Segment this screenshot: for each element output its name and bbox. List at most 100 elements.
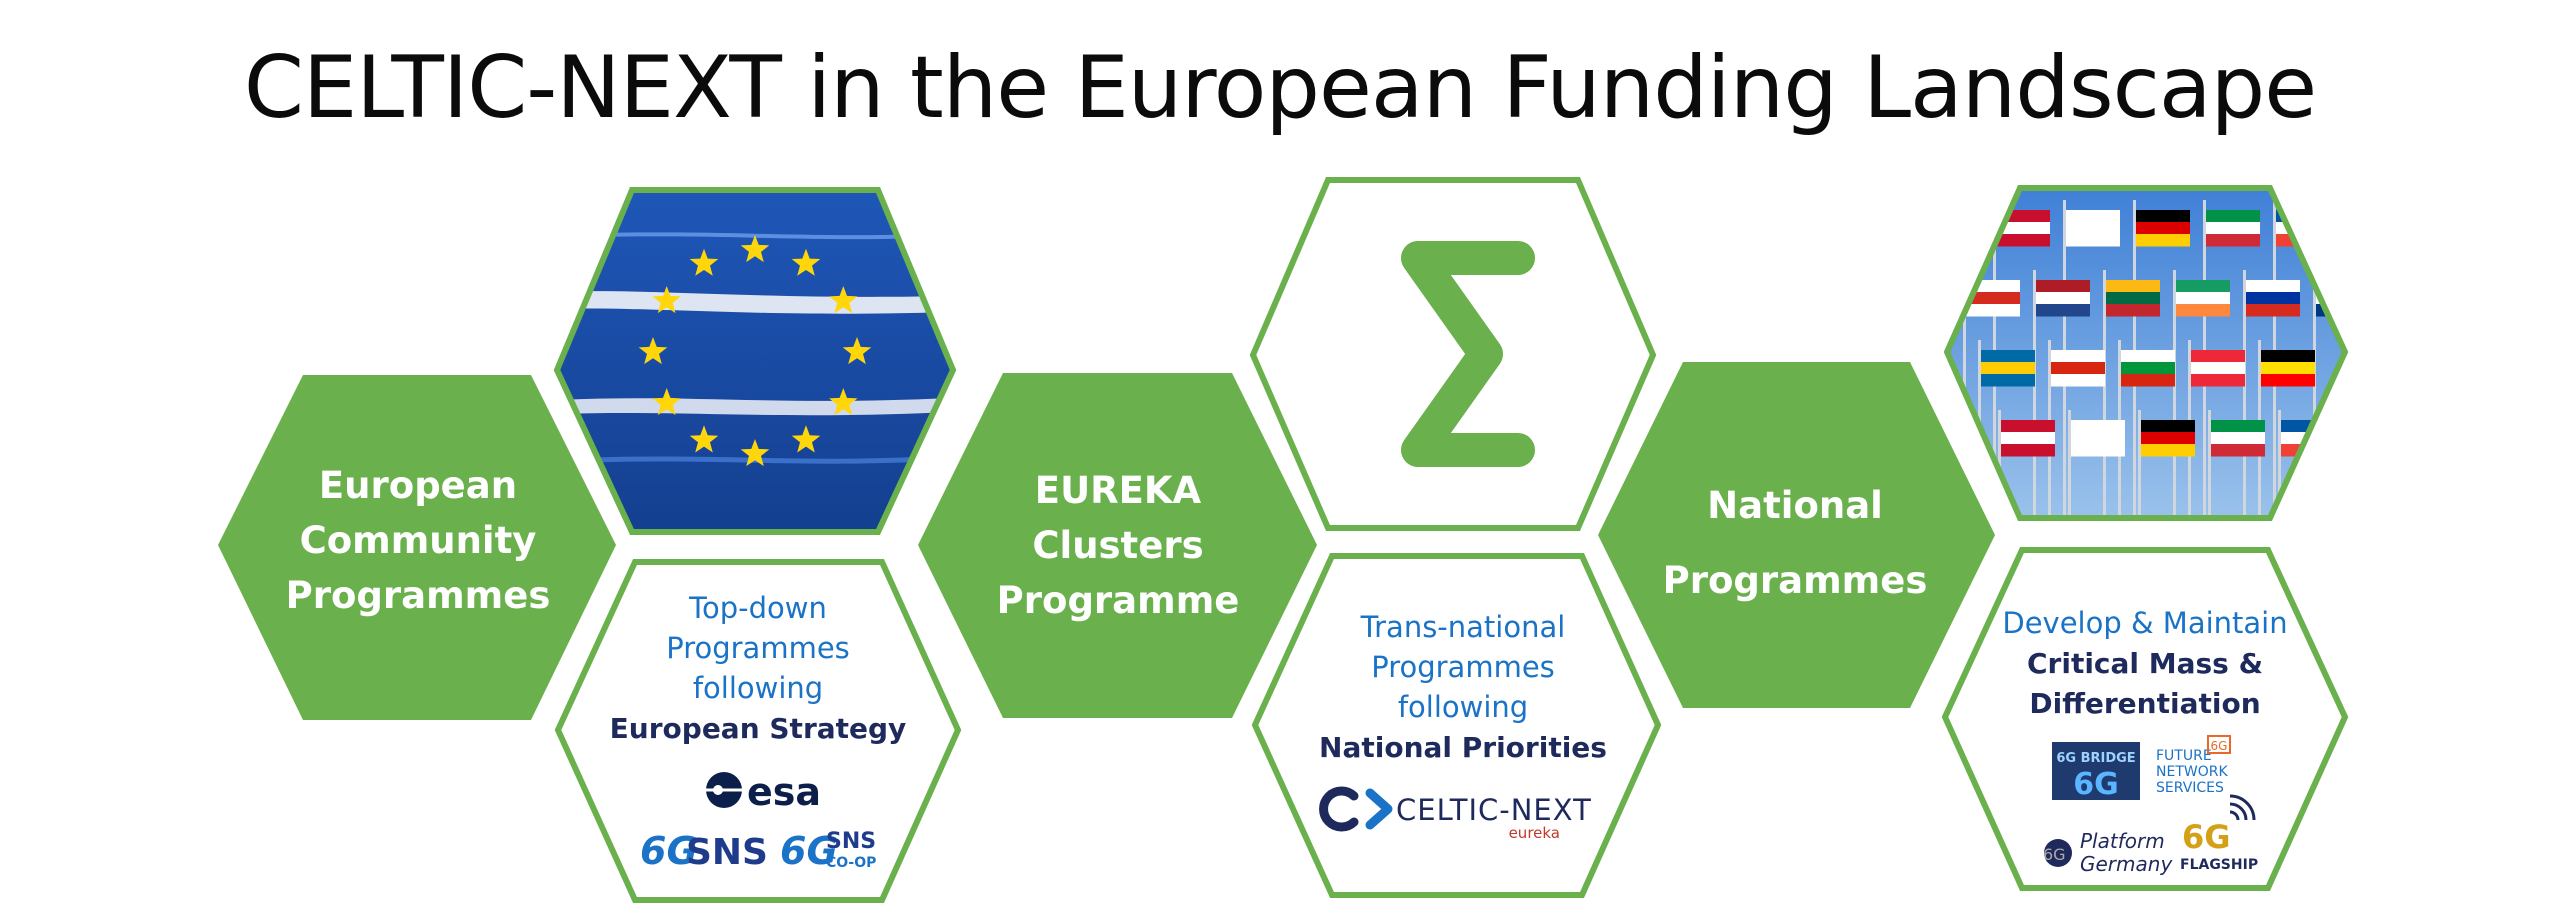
hex-european-line3: Programmes (286, 574, 551, 617)
eu-star (842, 337, 872, 365)
flag-pole (2103, 270, 2106, 518)
sns-coop-text1: SNS (826, 829, 876, 854)
germany-text: Germany (2080, 852, 2173, 876)
flag (2071, 420, 2125, 457)
flagship-6g: 6G (2182, 818, 2231, 856)
6g-sns-coop-logo: 6G SNS CO-OP (780, 829, 876, 873)
6g-flagship-logo: 6G FLAGSHIP (2180, 794, 2258, 873)
topdown-line1: Top-down (688, 591, 827, 625)
flag (2176, 280, 2230, 317)
eu-star (689, 425, 719, 453)
eu-star (652, 388, 681, 416)
transnational-bold: National Priorities (1319, 731, 1607, 764)
fns-badge: 6G (2211, 739, 2228, 753)
flag-pole (2173, 270, 2176, 518)
esa-logo-text: esa (747, 770, 821, 814)
svg-text:6G: 6G (780, 829, 838, 873)
flag (2136, 210, 2190, 247)
hex-eu-flag (553, 187, 957, 535)
flag-pole (2138, 410, 2141, 518)
flag (2141, 420, 2195, 457)
develop-line1: Develop & Maintain (2002, 606, 2287, 640)
celtic-next-logo: CELTIC-NEXT eureka (1319, 786, 1592, 842)
6g-bridge-logo: 6G BRIDGE 6G (2052, 742, 2140, 802)
celtic-next-logo-text: CELTIC-NEXT (1396, 793, 1592, 827)
hex-eureka-line3: Programme (997, 579, 1240, 622)
transnational-line3: following (1398, 690, 1528, 724)
transnational-line1: Trans-national (1360, 610, 1566, 644)
svg-text:6G: 6G (640, 829, 698, 873)
develop-bold2: Differentiation (2029, 687, 2260, 720)
flag (2191, 350, 2245, 387)
esa-logo: esa (706, 770, 821, 814)
hex-national-line2: Programmes (1663, 559, 1928, 602)
fns-line3: SERVICES (2156, 780, 2224, 796)
flags (1966, 210, 2345, 457)
flag-pole (2208, 410, 2211, 518)
flag (2051, 350, 2105, 387)
eu-stars (638, 235, 872, 467)
hex-european-line1: European (319, 464, 517, 507)
svg-text:6G: 6G (2043, 845, 2066, 864)
sns-logo-text: SNS (686, 832, 768, 873)
hex-national-flags (1943, 185, 2349, 521)
flag-pole (2068, 410, 2071, 518)
hex-eureka-clusters: EUREKA Clusters Programme (918, 373, 1317, 718)
eu-star (740, 235, 770, 263)
national-flags-image (1947, 188, 2345, 518)
flagship-text: FLAGSHIP (2180, 857, 2258, 873)
hex-eureka-line1: EUREKA (1035, 469, 1202, 512)
flag (1981, 350, 2035, 387)
6g-bridge-text: 6G BRIDGE (2056, 751, 2135, 766)
eu-flag-image (557, 190, 953, 532)
flag-pole (2313, 270, 2316, 518)
flag (2066, 210, 2120, 247)
6g-platform-germany-logo: 6G Platform Germany (2043, 829, 2173, 876)
eu-star (829, 388, 858, 416)
6g-bridge-big: 6G (2073, 767, 2119, 802)
flag (2261, 350, 2315, 387)
sns-coop-text2: CO-OP (826, 855, 876, 871)
eu-star (791, 248, 821, 276)
flag-pole (2033, 270, 2036, 518)
future-network-services-logo: FUTURE NETWORK SERVICES 6G (2156, 735, 2231, 796)
hex-european-community: European Community Programmes (218, 375, 616, 720)
hex-eureka-line2: Clusters (1032, 524, 1203, 567)
flag (2036, 280, 2090, 317)
eu-star (652, 286, 681, 314)
flag (2121, 350, 2175, 387)
eu-star (740, 439, 770, 467)
flag (2211, 420, 2265, 457)
hex-sigma (1249, 177, 1657, 531)
hex-national-line1: National (1707, 484, 1883, 527)
sigma-icon (1401, 241, 1535, 467)
hex-develop-maintain: Develop & Maintain Critical Mass & Diffe… (1941, 547, 2349, 891)
fns-line1: FUTURE (2156, 748, 2212, 764)
eu-star (689, 248, 719, 276)
flag (2206, 210, 2260, 247)
hex-national-programmes: National Programmes (1598, 362, 1995, 708)
hex-top-down: Top-down Programmes following European S… (554, 559, 962, 903)
topdown-line2: Programmes (666, 631, 850, 665)
eu-star (638, 337, 668, 365)
topdown-bold: European Strategy (610, 712, 907, 745)
6g-sns-logo: 6G SNS (640, 829, 768, 873)
page-title: CELTIC-NEXT in the European Funding Land… (243, 38, 2317, 138)
flag-pole (2243, 270, 2246, 518)
topdown-line3: following (693, 671, 823, 705)
platform-text: Platform (2080, 829, 2165, 853)
flag-pole (2278, 410, 2281, 518)
flag (2106, 280, 2160, 317)
eu-star (829, 286, 858, 314)
eu-star (791, 425, 821, 453)
eureka-logo-text: eureka (1509, 824, 1560, 842)
fns-line2: NETWORK (2156, 764, 2228, 780)
develop-bold1: Critical Mass & (2027, 647, 2263, 680)
flag (2001, 420, 2055, 457)
transnational-line2: Programmes (1371, 650, 1555, 684)
flag (2246, 280, 2300, 317)
hex-trans-national: Trans-national Programmes following Nati… (1251, 553, 1662, 898)
hex-european-line2: Community (300, 519, 537, 562)
